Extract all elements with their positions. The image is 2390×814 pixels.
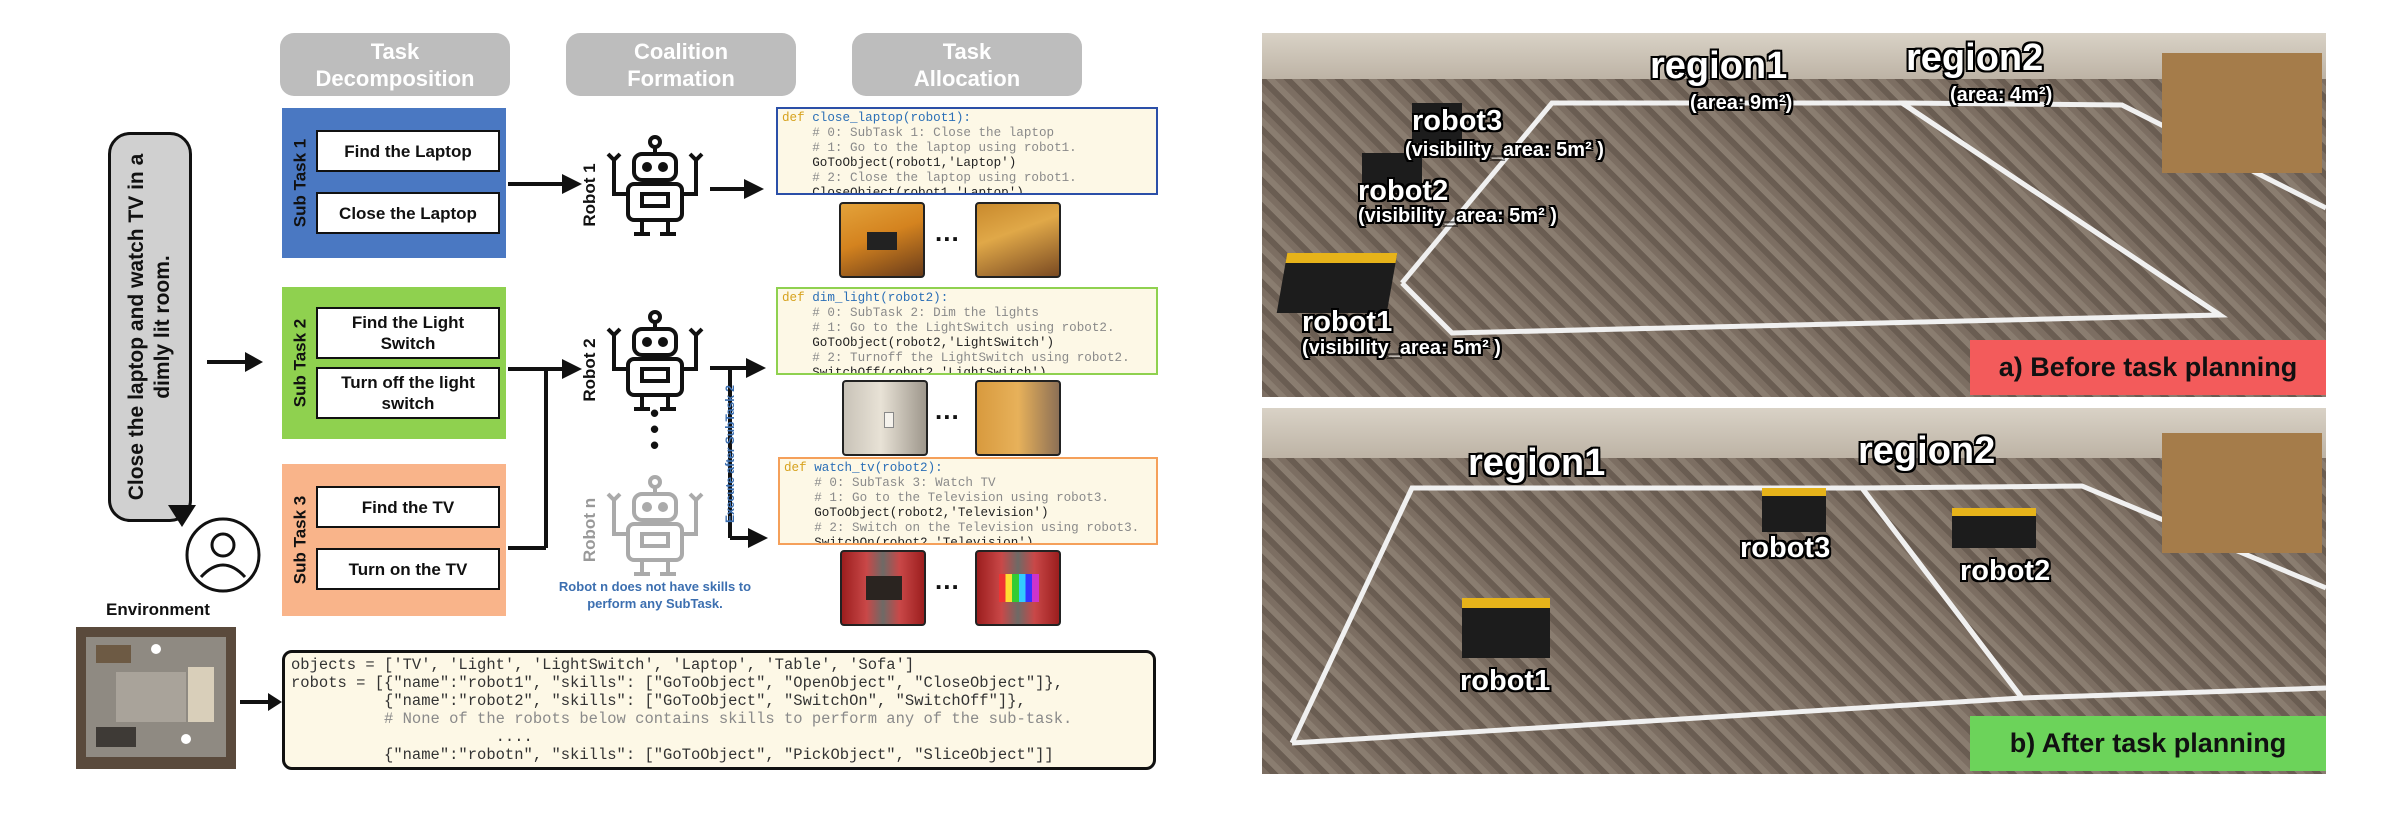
user-icon [185, 517, 261, 593]
subtask-item: Find the Light Switch [316, 307, 500, 359]
subtask-item: Close the Laptop [316, 192, 500, 234]
robot1-photo [1276, 253, 1398, 313]
robot1-photo-after [1462, 598, 1550, 658]
subtask-3: Sub Task 3 Find the TV Turn on the TV [282, 464, 506, 616]
subtask-item: Turn on the TV [316, 548, 500, 590]
robot2-photo [1362, 153, 1422, 193]
top-region1-label: region1 [1650, 45, 1788, 87]
code-block-watch-tv: def watch_tv(robot2): # 0: SubTask 3: Wa… [778, 457, 1158, 545]
box-photo-after [2162, 433, 2322, 553]
robot3-photo [1412, 103, 1462, 143]
photo-before-planning [1262, 33, 2326, 397]
subtask-1: Sub Task 1 Find the Laptop Close the Lap… [282, 108, 506, 258]
robot2-icon [606, 310, 704, 411]
header-coalition-formation: Coalition Formation [566, 33, 796, 96]
arrow-robot1 [710, 179, 764, 199]
region-lines-top [1400, 100, 2326, 336]
caption-before: a) Before task planning [1970, 340, 2326, 395]
subtask-label: Sub Task 2 [290, 318, 309, 408]
top-robot2-label: robot2 [1358, 175, 1449, 207]
ellipsis: ... [935, 565, 960, 595]
laptop-thumbnail [839, 202, 925, 278]
robot-ellipsis: ••• [649, 398, 661, 460]
subtask-label: Sub Task 1 [290, 138, 309, 228]
environment-code: objects = ['TV', 'Light', 'LightSwitch',… [282, 650, 1156, 770]
region-lines-bottom [1289, 483, 2326, 746]
bottom-robot3-label: robot3 [1740, 532, 1831, 564]
robotn-label: Robot n [580, 497, 599, 563]
top-robot1-label: robot1 [1302, 306, 1393, 338]
top-region2-area: (area: 4m²) [1950, 84, 2053, 106]
arrow-bubble [207, 352, 263, 372]
top-region1-area: (area: 9m²) [1690, 92, 1793, 114]
subtask-label: Sub Task 3 [290, 495, 309, 585]
caption-after: b) After task planning [1970, 716, 2326, 771]
header-task-allocation: Task Allocation [852, 33, 1082, 96]
arrow-robot2 [710, 358, 768, 548]
robot3-photo-after [1762, 488, 1826, 532]
code-block-close-laptop: def close_laptop(robot1): # 0: SubTask 1… [776, 107, 1158, 195]
ellipsis: ... [935, 395, 960, 425]
robot1-icon [606, 135, 704, 236]
robot2-label: Robot 2 [580, 338, 599, 402]
robot1-label: Robot 1 [580, 163, 599, 227]
subtask-item: Turn off the light switch [316, 367, 500, 419]
top-robot1-visibility: (visibility_area: 5m² ) [1302, 337, 1501, 359]
robot2-photo-after [1952, 508, 2036, 548]
environment-image [76, 627, 236, 769]
robotn-icon [606, 475, 704, 576]
tv-on-thumbnail [975, 550, 1061, 626]
header-task-decomposition: Task Decomposition [280, 33, 510, 96]
instruction-text: Close the laptop and watch TV in a dimly… [125, 153, 174, 501]
bottom-region2-label: region2 [1858, 430, 1996, 472]
top-robot2-visibility: (visibility_area: 5m² ) [1358, 205, 1557, 227]
box-photo [2162, 53, 2322, 173]
robotn-note: Robot n does not have skills to perform … [558, 579, 752, 611]
top-region2-label: region2 [1906, 37, 2044, 79]
subtask-connectors [508, 174, 582, 550]
bottom-robot1-label: robot1 [1460, 665, 1551, 697]
top-robot3-visibility: (visibility_area: 5m² ) [1405, 139, 1604, 161]
subtask-item: Find the TV [316, 486, 500, 528]
bottom-robot2-label: robot2 [1960, 555, 2051, 587]
laptop-closed-thumbnail [975, 202, 1061, 278]
bubble-tail [168, 505, 196, 527]
lightswitch-off-thumbnail [975, 380, 1061, 456]
lightswitch-thumbnail [842, 380, 928, 456]
subtask-2: Sub Task 2 Find the Light Switch Turn of… [282, 287, 506, 439]
subtask-item: Find the Laptop [316, 130, 500, 172]
code-block-dim-light: def dim_light(robot2): # 0: SubTask 2: D… [776, 287, 1158, 375]
photo-after-planning [1262, 408, 2326, 774]
top-robot3-label: robot3 [1412, 105, 1503, 137]
tv-thumbnail [840, 550, 926, 626]
bottom-region1-label: region1 [1468, 442, 1606, 484]
instruction-bubble [108, 132, 192, 522]
environment-label: Environment [106, 600, 210, 619]
ellipsis: ... [935, 217, 960, 247]
execute-after-label: Execute after SubTask 2 [723, 385, 737, 523]
arrow-env [240, 693, 282, 711]
